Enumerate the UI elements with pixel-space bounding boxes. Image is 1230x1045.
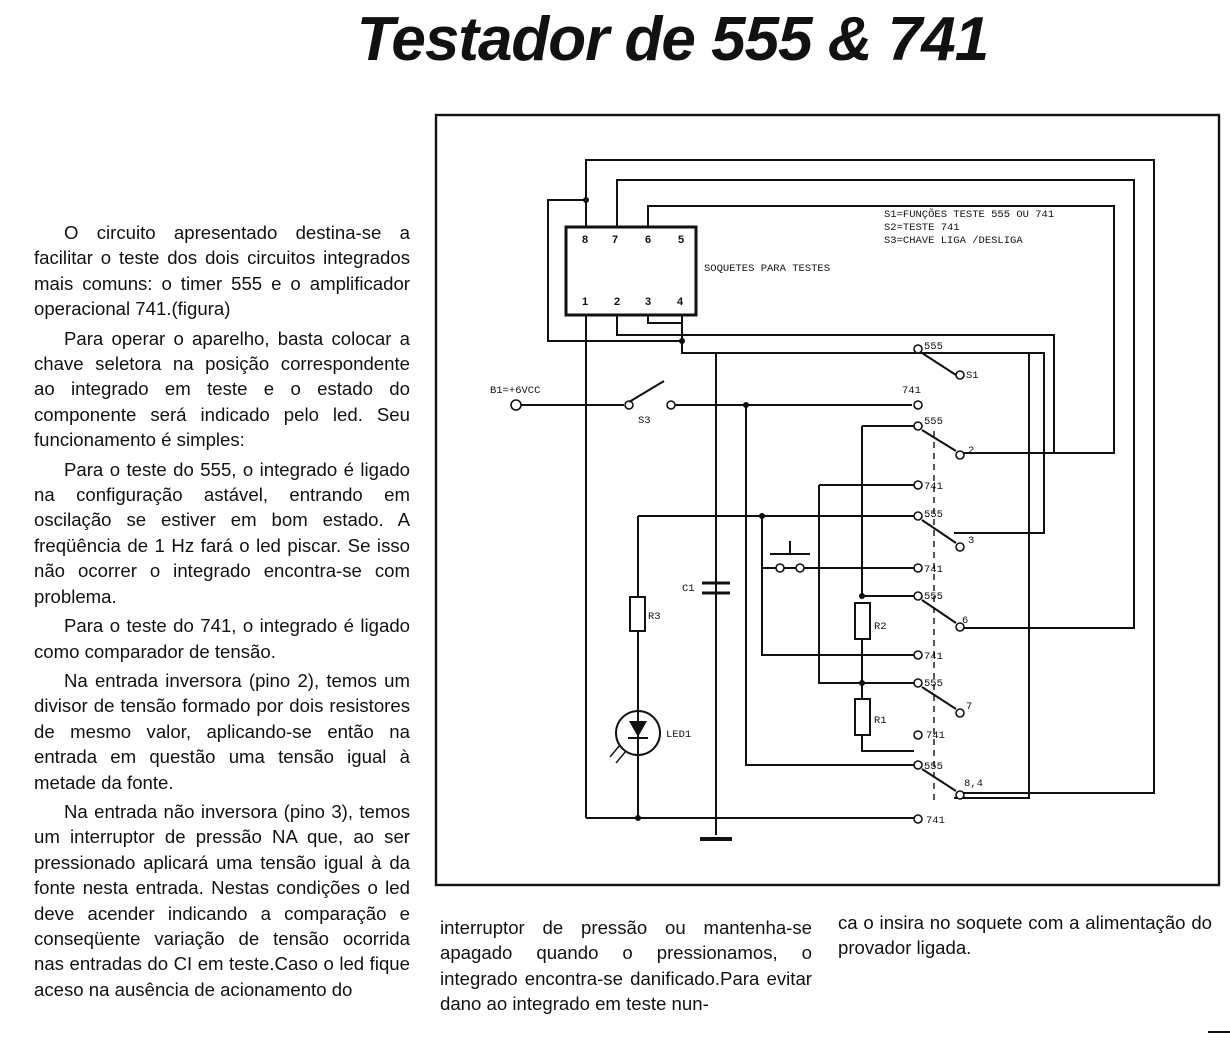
socket-pin-label: 3 bbox=[645, 296, 651, 308]
resistor-r2: R2 bbox=[854, 602, 887, 640]
socket-pin-label: 4 bbox=[677, 296, 684, 308]
svg-text:555: 555 bbox=[924, 416, 943, 428]
paragraph: Na entrada não inversora (pino 3), temos… bbox=[34, 800, 410, 1000]
battery-terminal bbox=[510, 399, 522, 411]
article-column-1: O circuito apresentado destina-se a faci… bbox=[34, 220, 410, 1006]
r3-label: R3 bbox=[648, 611, 661, 623]
page-title: Testador de 555 & 741 bbox=[356, 5, 989, 74]
socket-pin-label: 7 bbox=[612, 234, 618, 246]
led1: LED1 bbox=[609, 709, 691, 764]
svg-text:S1: S1 bbox=[966, 370, 979, 382]
paragraph: Para o teste do 741, o integrado é ligad… bbox=[34, 615, 410, 662]
s1-switch-bank: 555 S1 741 555 2 741 555 3 741 555 6 741… bbox=[716, 341, 983, 827]
paragraph: ca o insira no soquete com a alimentação… bbox=[838, 912, 1212, 959]
ic-socket bbox=[564, 225, 698, 317]
r1-label: R1 bbox=[874, 715, 887, 727]
legend-line-3: S3=CHAVE LIGA /DESLIGA bbox=[884, 235, 1023, 247]
article-column-2: interruptor de pressão ou mantenha-se ap… bbox=[440, 915, 812, 1021]
push-button-switch bbox=[770, 541, 810, 573]
socket-pin-label: 8 bbox=[582, 234, 588, 246]
paragraph: O circuito apresentado destina-se a faci… bbox=[34, 222, 410, 320]
circuit-schematic: S1=FUNÇÕES TESTE 555 OU 741 S2=TESTE 741… bbox=[434, 113, 1221, 887]
svg-text:2: 2 bbox=[968, 445, 974, 457]
svg-text:6: 6 bbox=[962, 615, 968, 627]
svg-text:8,4: 8,4 bbox=[964, 778, 983, 790]
legend-line-2: S2=TESTE 741 bbox=[884, 222, 960, 234]
r2-label: R2 bbox=[874, 621, 887, 633]
resistor-r3: R3 bbox=[629, 516, 661, 709]
divider bbox=[1208, 1031, 1230, 1033]
battery-label: B1=+6VCC bbox=[490, 385, 540, 397]
led-label: LED1 bbox=[666, 729, 691, 741]
svg-text:741: 741 bbox=[926, 815, 945, 827]
resistor-r1: R1 bbox=[854, 639, 914, 752]
svg-text:741: 741 bbox=[924, 564, 943, 576]
s3-label: S3 bbox=[638, 415, 651, 427]
svg-text:741: 741 bbox=[926, 730, 945, 742]
socket-pin-label: 2 bbox=[614, 296, 620, 308]
svg-text:741: 741 bbox=[902, 385, 921, 397]
svg-text:555: 555 bbox=[924, 341, 943, 353]
legend-line-1: S1=FUNÇÕES TESTE 555 OU 741 bbox=[884, 208, 1054, 221]
svg-text:3: 3 bbox=[968, 535, 974, 547]
socket-pin-label: 1 bbox=[582, 296, 588, 308]
svg-text:555: 555 bbox=[924, 509, 943, 521]
capacitor-c1: C1 bbox=[682, 405, 732, 841]
paragraph: Para o teste do 555, o integrado é ligad… bbox=[34, 458, 410, 607]
paragraph: Na entrada inversora (pino 2), temos um … bbox=[34, 669, 410, 793]
article-column-3: ca o insira no soquete com a alimentação… bbox=[838, 910, 1212, 965]
figure-frame bbox=[434, 113, 1221, 887]
paragraph: interruptor de pressão ou mantenha-se ap… bbox=[440, 917, 812, 1015]
socket-pin-label: 5 bbox=[678, 234, 684, 246]
socket-pin-label: 6 bbox=[645, 234, 651, 246]
paragraph: Para operar o aparelho, basta colocar a … bbox=[34, 327, 410, 451]
c1-label: C1 bbox=[682, 583, 695, 595]
socket-label: SOQUETES PARA TESTES bbox=[704, 263, 830, 275]
svg-text:7: 7 bbox=[966, 701, 972, 713]
